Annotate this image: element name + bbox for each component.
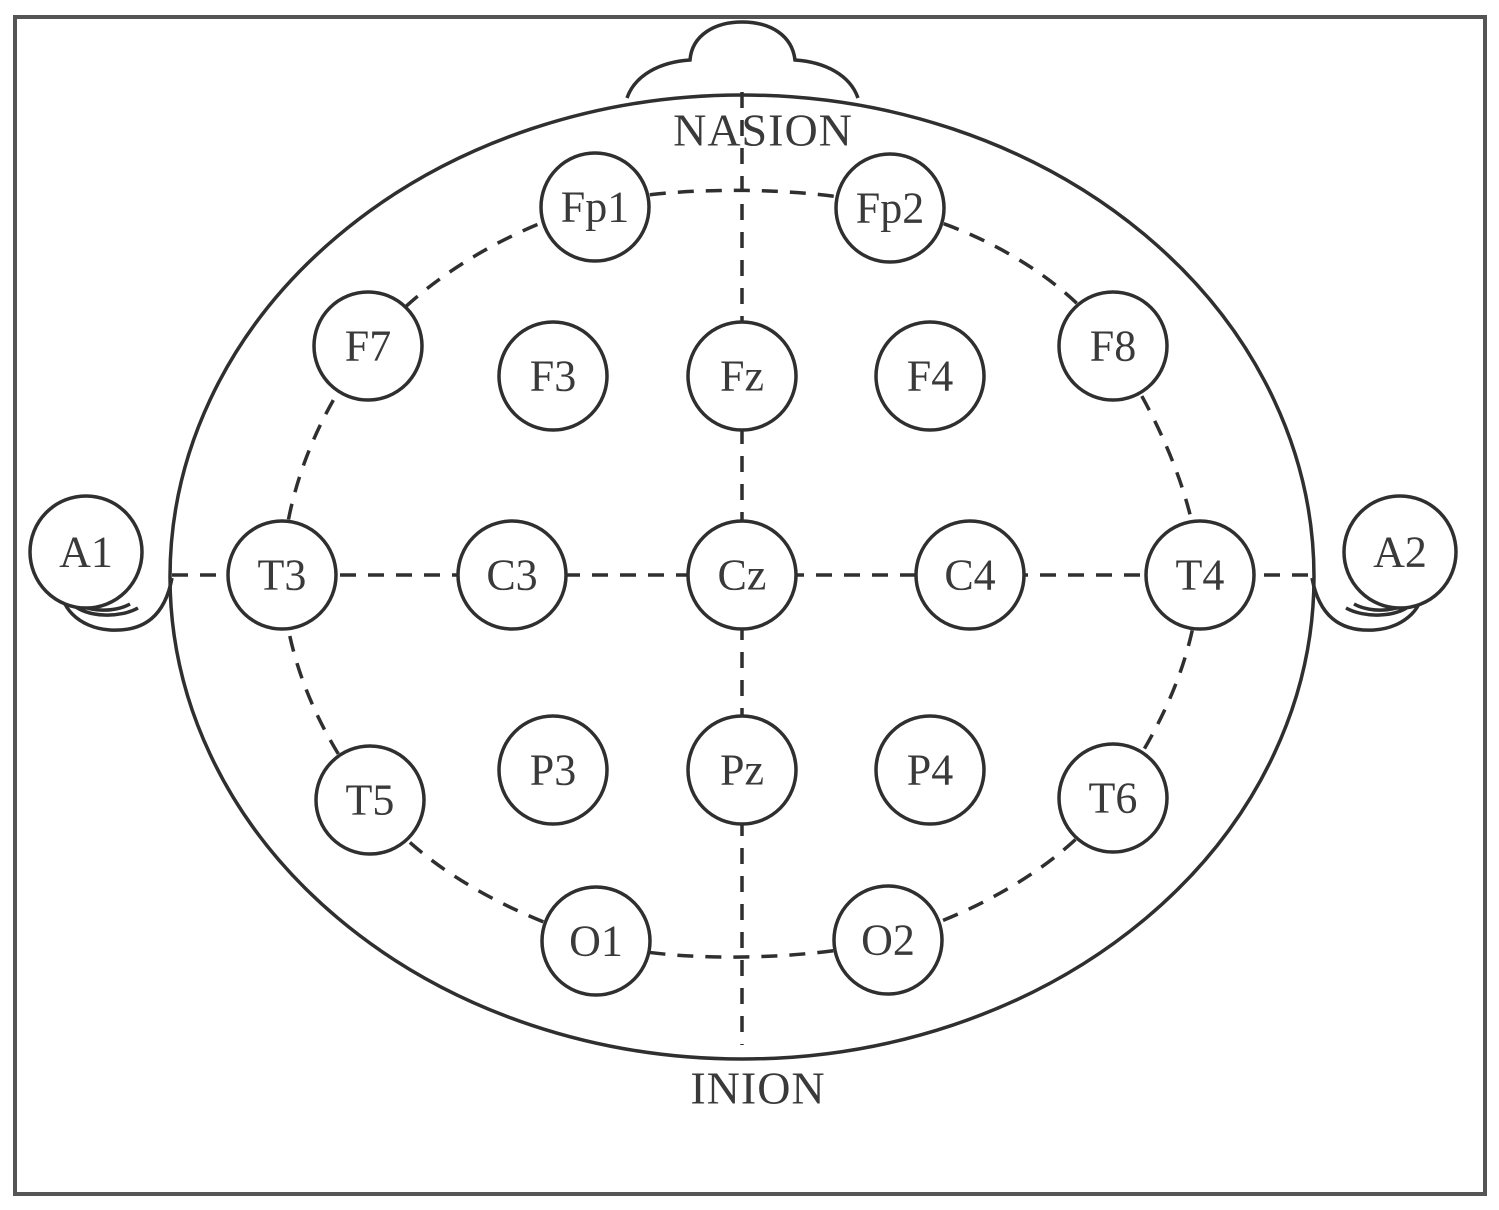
electrode-f8: F8 [1057,290,1169,402]
svg-text:Fz: Fz [720,352,764,401]
electrode-pz: Pz [686,714,798,826]
electrode-t4: T4 [1144,519,1256,631]
svg-text:F7: F7 [345,322,391,371]
svg-text:T4: T4 [1176,551,1225,600]
svg-text:Pz: Pz [720,746,764,795]
electrode-t5: T5 [314,744,426,856]
svg-text:Fp1: Fp1 [561,183,629,232]
nose-outline [625,20,860,99]
electrode-a1: A1 [28,494,144,610]
svg-text:Cz: Cz [718,551,767,600]
svg-text:T3: T3 [258,551,307,600]
electrode-p4: P4 [874,714,986,826]
nasion-label: NASION [673,105,853,156]
svg-text:C4: C4 [944,551,995,600]
electrode-p3: P3 [497,714,609,826]
svg-text:A2: A2 [1373,528,1427,577]
svg-text:F3: F3 [530,352,576,401]
svg-text:P4: P4 [907,746,953,795]
electrode-t3: T3 [226,519,338,631]
electrode-f4: F4 [874,320,986,432]
figure-frame [13,15,1487,1196]
electrode-o1: O1 [540,885,652,997]
electrode-c3: C3 [456,519,568,631]
electrode-fp2: Fp2 [834,152,946,264]
electrode-f3: F3 [497,320,609,432]
electrode-f7: F7 [312,290,424,402]
electrode-fz: Fz [686,320,798,432]
svg-text:C3: C3 [486,551,537,600]
electrode-fp1: Fp1 [539,151,651,263]
svg-text:T6: T6 [1089,774,1138,823]
svg-text:F8: F8 [1090,322,1136,371]
svg-text:Fp2: Fp2 [856,184,924,233]
svg-text:P3: P3 [530,746,576,795]
svg-text:O2: O2 [861,916,915,965]
electrode-t6: T6 [1057,742,1169,854]
electrode-c4: C4 [914,519,1026,631]
electrode-a2: A2 [1342,494,1458,610]
svg-text:A1: A1 [59,528,113,577]
electrode-cz: Cz [686,519,798,631]
svg-text:T5: T5 [346,776,395,825]
inion-label: INION [690,1063,825,1114]
svg-text:F4: F4 [907,352,953,401]
electrode-o2: O2 [832,884,944,996]
svg-text:O1: O1 [569,917,623,966]
